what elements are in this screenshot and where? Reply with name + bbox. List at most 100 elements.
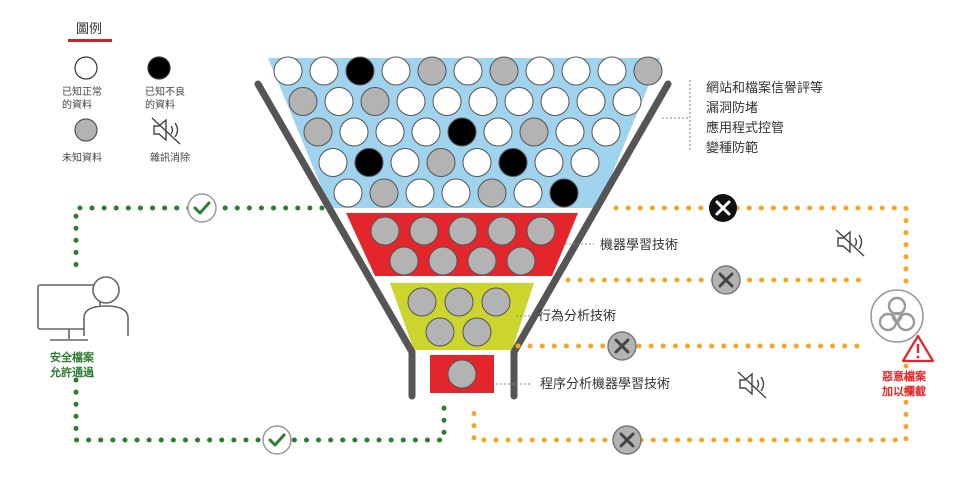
legend-normal-label-2: 的資料 bbox=[62, 98, 92, 111]
normal-data-ball bbox=[333, 178, 363, 208]
bad-data-ball bbox=[549, 178, 579, 208]
normal-data-ball bbox=[462, 148, 492, 177]
blocked-black-x-icon bbox=[709, 194, 737, 222]
unknown-data-ball bbox=[370, 216, 400, 246]
unknown-data-ball bbox=[448, 216, 478, 246]
stage-behavior-label: 行為分析技術 bbox=[538, 308, 616, 324]
legend-title: 圖例 bbox=[76, 22, 102, 37]
malicious-outcome-line1: 惡意檔案 bbox=[882, 369, 927, 383]
stage-top-label-3: 應用程式控管 bbox=[706, 120, 784, 136]
unknown-data-ball bbox=[467, 246, 497, 276]
funnel-left-wall bbox=[254, 80, 416, 400]
unknown-data-ball bbox=[417, 56, 447, 86]
unknown-data-ball bbox=[462, 317, 492, 347]
normal-data-ball bbox=[525, 56, 555, 86]
normal-data-ball bbox=[612, 87, 642, 116]
bad-data-ball bbox=[345, 56, 375, 86]
legend-normal-label: 已知正常 bbox=[62, 85, 102, 98]
normal-data-ball bbox=[390, 148, 420, 177]
unknown-data-ball bbox=[288, 87, 318, 116]
unknown-data-ball bbox=[426, 148, 456, 177]
normal-data-ball bbox=[534, 148, 564, 177]
normal-data-ball bbox=[318, 148, 348, 177]
unknown-data-ball bbox=[407, 287, 437, 317]
normal-data-ball bbox=[381, 56, 411, 86]
malicious-outcome-line2: 加以攔截 bbox=[881, 384, 926, 398]
check-badge-top bbox=[187, 193, 217, 223]
normal-data-ball bbox=[309, 56, 339, 86]
check-badge-bottom bbox=[262, 425, 292, 455]
normal-data-ball bbox=[513, 178, 543, 208]
unknown-data-ball bbox=[519, 117, 549, 147]
warning-icon bbox=[901, 334, 935, 363]
stage-ml-label: 機器學習技術 bbox=[600, 238, 678, 253]
normal-data-ball bbox=[591, 117, 621, 147]
mute-speaker-icon bbox=[835, 229, 865, 257]
safe-outcome-line1: 安全檔案 bbox=[50, 350, 95, 364]
biohazard-icon bbox=[870, 289, 924, 343]
unknown-data-ball bbox=[360, 87, 390, 116]
unknown-data-ball bbox=[447, 359, 477, 389]
normal-data-ball bbox=[324, 87, 354, 116]
stage-final-label: 程序分析機器學習技術 bbox=[540, 377, 670, 392]
unknown-data-ball bbox=[303, 117, 333, 147]
stage-top-label-4: 變種防範 bbox=[706, 140, 758, 156]
normal-data-ball bbox=[483, 117, 513, 147]
funnel-balls bbox=[273, 56, 663, 389]
mute-speaker-icon bbox=[151, 117, 181, 145]
normal-data-ball bbox=[411, 117, 441, 147]
normal-data-ball bbox=[453, 56, 483, 86]
blocked-x-icon-3 bbox=[612, 425, 642, 455]
normal-data-ball bbox=[555, 117, 585, 147]
unknown-data-ball bbox=[444, 287, 474, 317]
computer-user-icon bbox=[37, 276, 129, 341]
unknown-data-ball bbox=[526, 216, 556, 246]
unknown-data-ball bbox=[428, 246, 458, 276]
stage-top-label-2: 漏洞防堵 bbox=[706, 100, 758, 116]
unknown-data-ball bbox=[369, 178, 399, 208]
unknown-data-ball bbox=[409, 216, 439, 246]
mute-speaker-icon bbox=[737, 371, 767, 399]
normal-data-ball bbox=[396, 87, 426, 116]
unknown-data-ball bbox=[506, 246, 536, 276]
unknown-data-ball bbox=[425, 317, 455, 347]
funnel-right-wall bbox=[510, 80, 672, 400]
unknown-data-ball bbox=[487, 216, 517, 246]
blocked-x-icon-2 bbox=[607, 331, 637, 361]
bad-data-ball bbox=[354, 148, 384, 177]
legend-unknown-label: 未知資料 bbox=[62, 151, 102, 164]
normal-data-ball bbox=[339, 117, 369, 147]
normal-data-ball bbox=[375, 117, 405, 147]
unknown-data-ball bbox=[477, 178, 507, 208]
legend-unknown-swatch bbox=[74, 118, 98, 142]
normal-data-ball bbox=[432, 87, 462, 116]
legend-underline bbox=[68, 39, 112, 42]
normal-data-ball bbox=[561, 56, 591, 86]
normal-data-ball bbox=[540, 87, 570, 116]
unknown-data-ball bbox=[489, 56, 519, 86]
legend-bad-swatch bbox=[147, 56, 171, 80]
legend: 圖例 已知正常 的資料 已知不良 的資料 未知資料 雜訊消除 bbox=[62, 22, 190, 164]
normal-data-ball bbox=[576, 87, 606, 116]
normal-data-ball bbox=[597, 56, 627, 86]
normal-data-ball bbox=[405, 178, 435, 208]
safe-outcome-line2: 允許通過 bbox=[49, 365, 95, 379]
legend-bad-label: 已知不良 bbox=[145, 85, 185, 98]
legend-bad-label-2: 的資料 bbox=[145, 98, 175, 111]
normal-data-ball bbox=[570, 148, 600, 177]
normal-data-ball bbox=[468, 87, 498, 116]
legend-normal-swatch bbox=[74, 56, 98, 80]
safe-path bbox=[73, 205, 447, 443]
bad-data-ball bbox=[498, 148, 528, 177]
blocked-x-icon-1 bbox=[711, 265, 741, 295]
bad-data-ball bbox=[447, 117, 477, 147]
normal-data-ball bbox=[441, 178, 471, 208]
unknown-data-ball bbox=[389, 246, 419, 276]
normal-data-ball bbox=[504, 87, 534, 116]
unknown-data-ball bbox=[481, 287, 511, 317]
stage-top-label-1: 網站和檔案信譽評等 bbox=[706, 80, 823, 96]
legend-noise-label: 雜訊消除 bbox=[150, 151, 190, 164]
unknown-data-ball bbox=[633, 56, 663, 86]
normal-data-ball bbox=[273, 56, 303, 86]
